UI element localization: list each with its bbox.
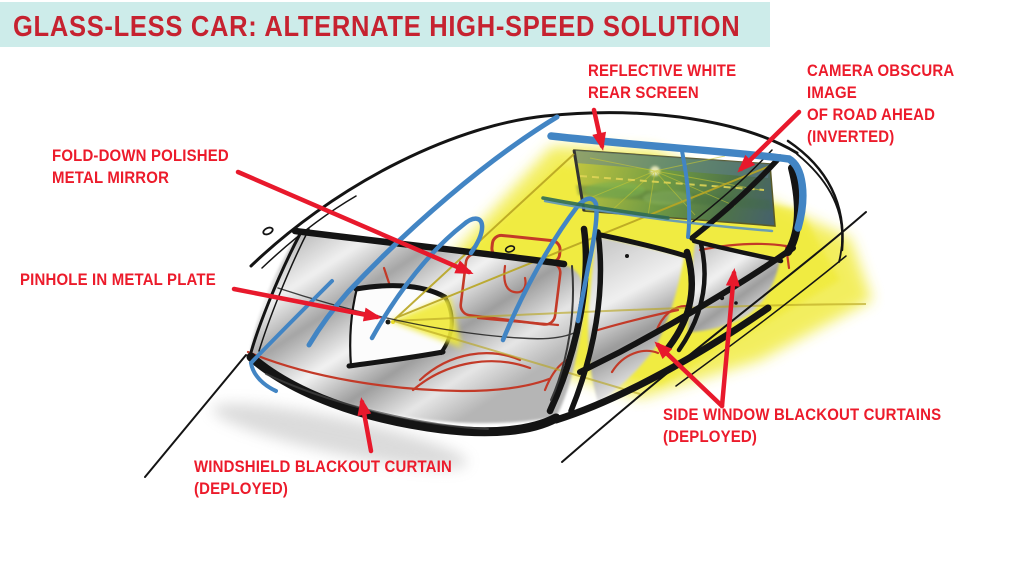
rear-window-swoosh xyxy=(547,132,807,232)
annotation-arrows xyxy=(231,107,802,454)
window-frame-lines xyxy=(248,114,807,393)
arrow-rear-screen xyxy=(591,107,607,151)
arrow-mirror xyxy=(235,169,474,275)
arrow-pinhole xyxy=(231,286,382,322)
ground-shadow xyxy=(212,403,468,469)
screen-base-line xyxy=(541,196,670,220)
title-banner: GLASS-LESS CAR: ALTERNATE HIGH-SPEED SOL… xyxy=(0,2,770,47)
arrow-side-window-rear xyxy=(719,268,740,409)
label-windshield-curtain: WINDSHIELD BLACKOUT CURTAIN (DEPLOYED) xyxy=(194,457,452,499)
arrow-windshield xyxy=(357,397,374,454)
label-camera-obscura: CAMERA OBSCURA IMAGE OF ROAD AHEAD (INVE… xyxy=(807,61,954,147)
label-mirror: FOLD-DOWN POLISHED METAL MIRROR xyxy=(52,146,229,188)
a-pillar-line xyxy=(306,114,560,348)
body-outlines xyxy=(144,111,867,478)
pinhole-dot xyxy=(385,319,391,325)
rear-screen-image xyxy=(572,149,776,227)
label-pinhole: PINHOLE IN METAL PLATE xyxy=(20,270,216,289)
arrow-camera-obscura xyxy=(737,109,802,173)
label-side-window-curtains: SIDE WINDOW BLACKOUT CURTAINS (DEPLOYED) xyxy=(663,405,942,447)
label-rear-screen: REFLECTIVE WHITE REAR SCREEN xyxy=(588,61,737,103)
arrow-side-window-front xyxy=(654,341,725,409)
page-title: GLASS-LESS CAR: ALTERNATE HIGH-SPEED SOL… xyxy=(13,11,741,43)
